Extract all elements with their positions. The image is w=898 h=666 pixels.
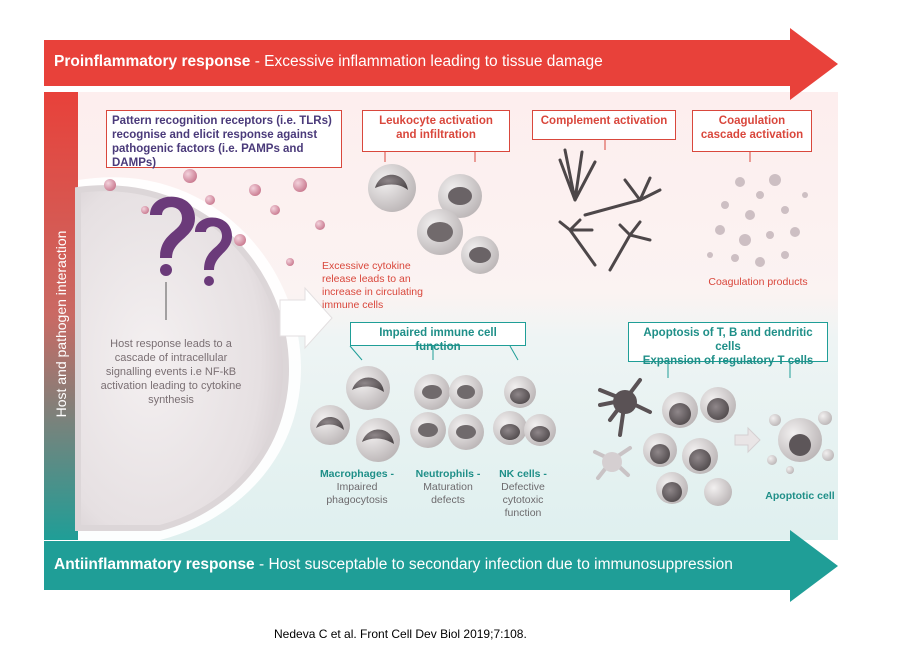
- apoptosis-line-2: Expansion of regulatory T cells: [642, 355, 814, 367]
- side-bar-label: Host and pathogen interaction: [53, 230, 69, 418]
- transition-arrow: [279, 286, 333, 350]
- apoptosis-arrow: [734, 426, 761, 454]
- nk-cells-label: NK cells - Defective cytotoxic function: [492, 468, 554, 520]
- macrophages-desc: Impaired phagocytosis: [326, 481, 388, 506]
- proinflammatory-arrow-shape: [44, 28, 838, 100]
- antiinflammatory-title: Antiinflammatory response: [54, 556, 255, 573]
- cytokine-release-text: Excessive cytokine release leads to an i…: [322, 260, 423, 311]
- citation: Nedeva C et al. Front Cell Dev Biol 2019…: [274, 627, 527, 641]
- connector-lines: [384, 140, 751, 162]
- proinflammatory-title: Proinflammatory response: [54, 53, 251, 70]
- pathogen-particles: [104, 169, 325, 266]
- nk-cells: [493, 376, 556, 446]
- neutrophils-desc: Maturation defects: [423, 481, 473, 506]
- antiinflammatory-arrow-shape: [44, 530, 838, 602]
- coagulation-box: Coagulation cascade activation: [692, 110, 812, 152]
- coagulation-particles: [707, 174, 808, 267]
- apoptosis-line-1: Apoptosis of T, B and dendritic cells: [643, 327, 813, 353]
- leukocyte-box: Leukocyte activation and infiltration: [362, 110, 510, 152]
- receptor-shapes: [150, 196, 232, 286]
- proinflammatory-label: Proinflammatory response - Excessive inf…: [54, 53, 603, 71]
- nk-cells-title: NK cells -: [499, 468, 547, 480]
- apoptotic-cell-text: Apoptotic cell: [755, 490, 845, 503]
- teal-connector-lines: [349, 345, 791, 378]
- neutrophils-label: Neutrophils - Maturation defects: [407, 468, 489, 507]
- host-response-text: Host response leads to a cascade of intr…: [100, 338, 242, 406]
- prr-box: Pattern recognition receptors (i.e. TLRs…: [106, 110, 342, 169]
- side-bar: [44, 92, 78, 540]
- leukocyte-cells: [368, 164, 499, 274]
- macrophages-title: Macrophages -: [319, 468, 395, 480]
- dendritic-and-t-cells: [593, 378, 736, 506]
- macrophage-cells: [310, 366, 400, 462]
- neutrophil-cells: [410, 374, 484, 450]
- apoptosis-box: Apoptosis of T, B and dendritic cells Ex…: [628, 322, 828, 367]
- antiinflammatory-description: - Host susceptable to secondary infectio…: [254, 556, 733, 573]
- complement-proteins: [558, 148, 662, 272]
- apoptotic-cell: [767, 411, 834, 474]
- proinflammatory-description: - Excessive inflammation leading to tiss…: [250, 53, 603, 70]
- coagulation-products-text: Coagulation products: [708, 276, 808, 288]
- nk-cells-desc: Defective cytotoxic function: [501, 481, 545, 519]
- apoptotic-cell-title: Apoptotic cell: [765, 490, 835, 502]
- macrophages-label: Macrophages - Impaired phagocytosis: [312, 468, 402, 507]
- antiinflammatory-label: Antiinflammatory response - Host suscept…: [54, 556, 733, 574]
- host-cell: [75, 177, 301, 540]
- impaired-function-box: Impaired immune cell function: [350, 322, 526, 353]
- neutrophils-title: Neutrophils -: [415, 468, 481, 480]
- complement-box: Complement activation: [532, 110, 676, 140]
